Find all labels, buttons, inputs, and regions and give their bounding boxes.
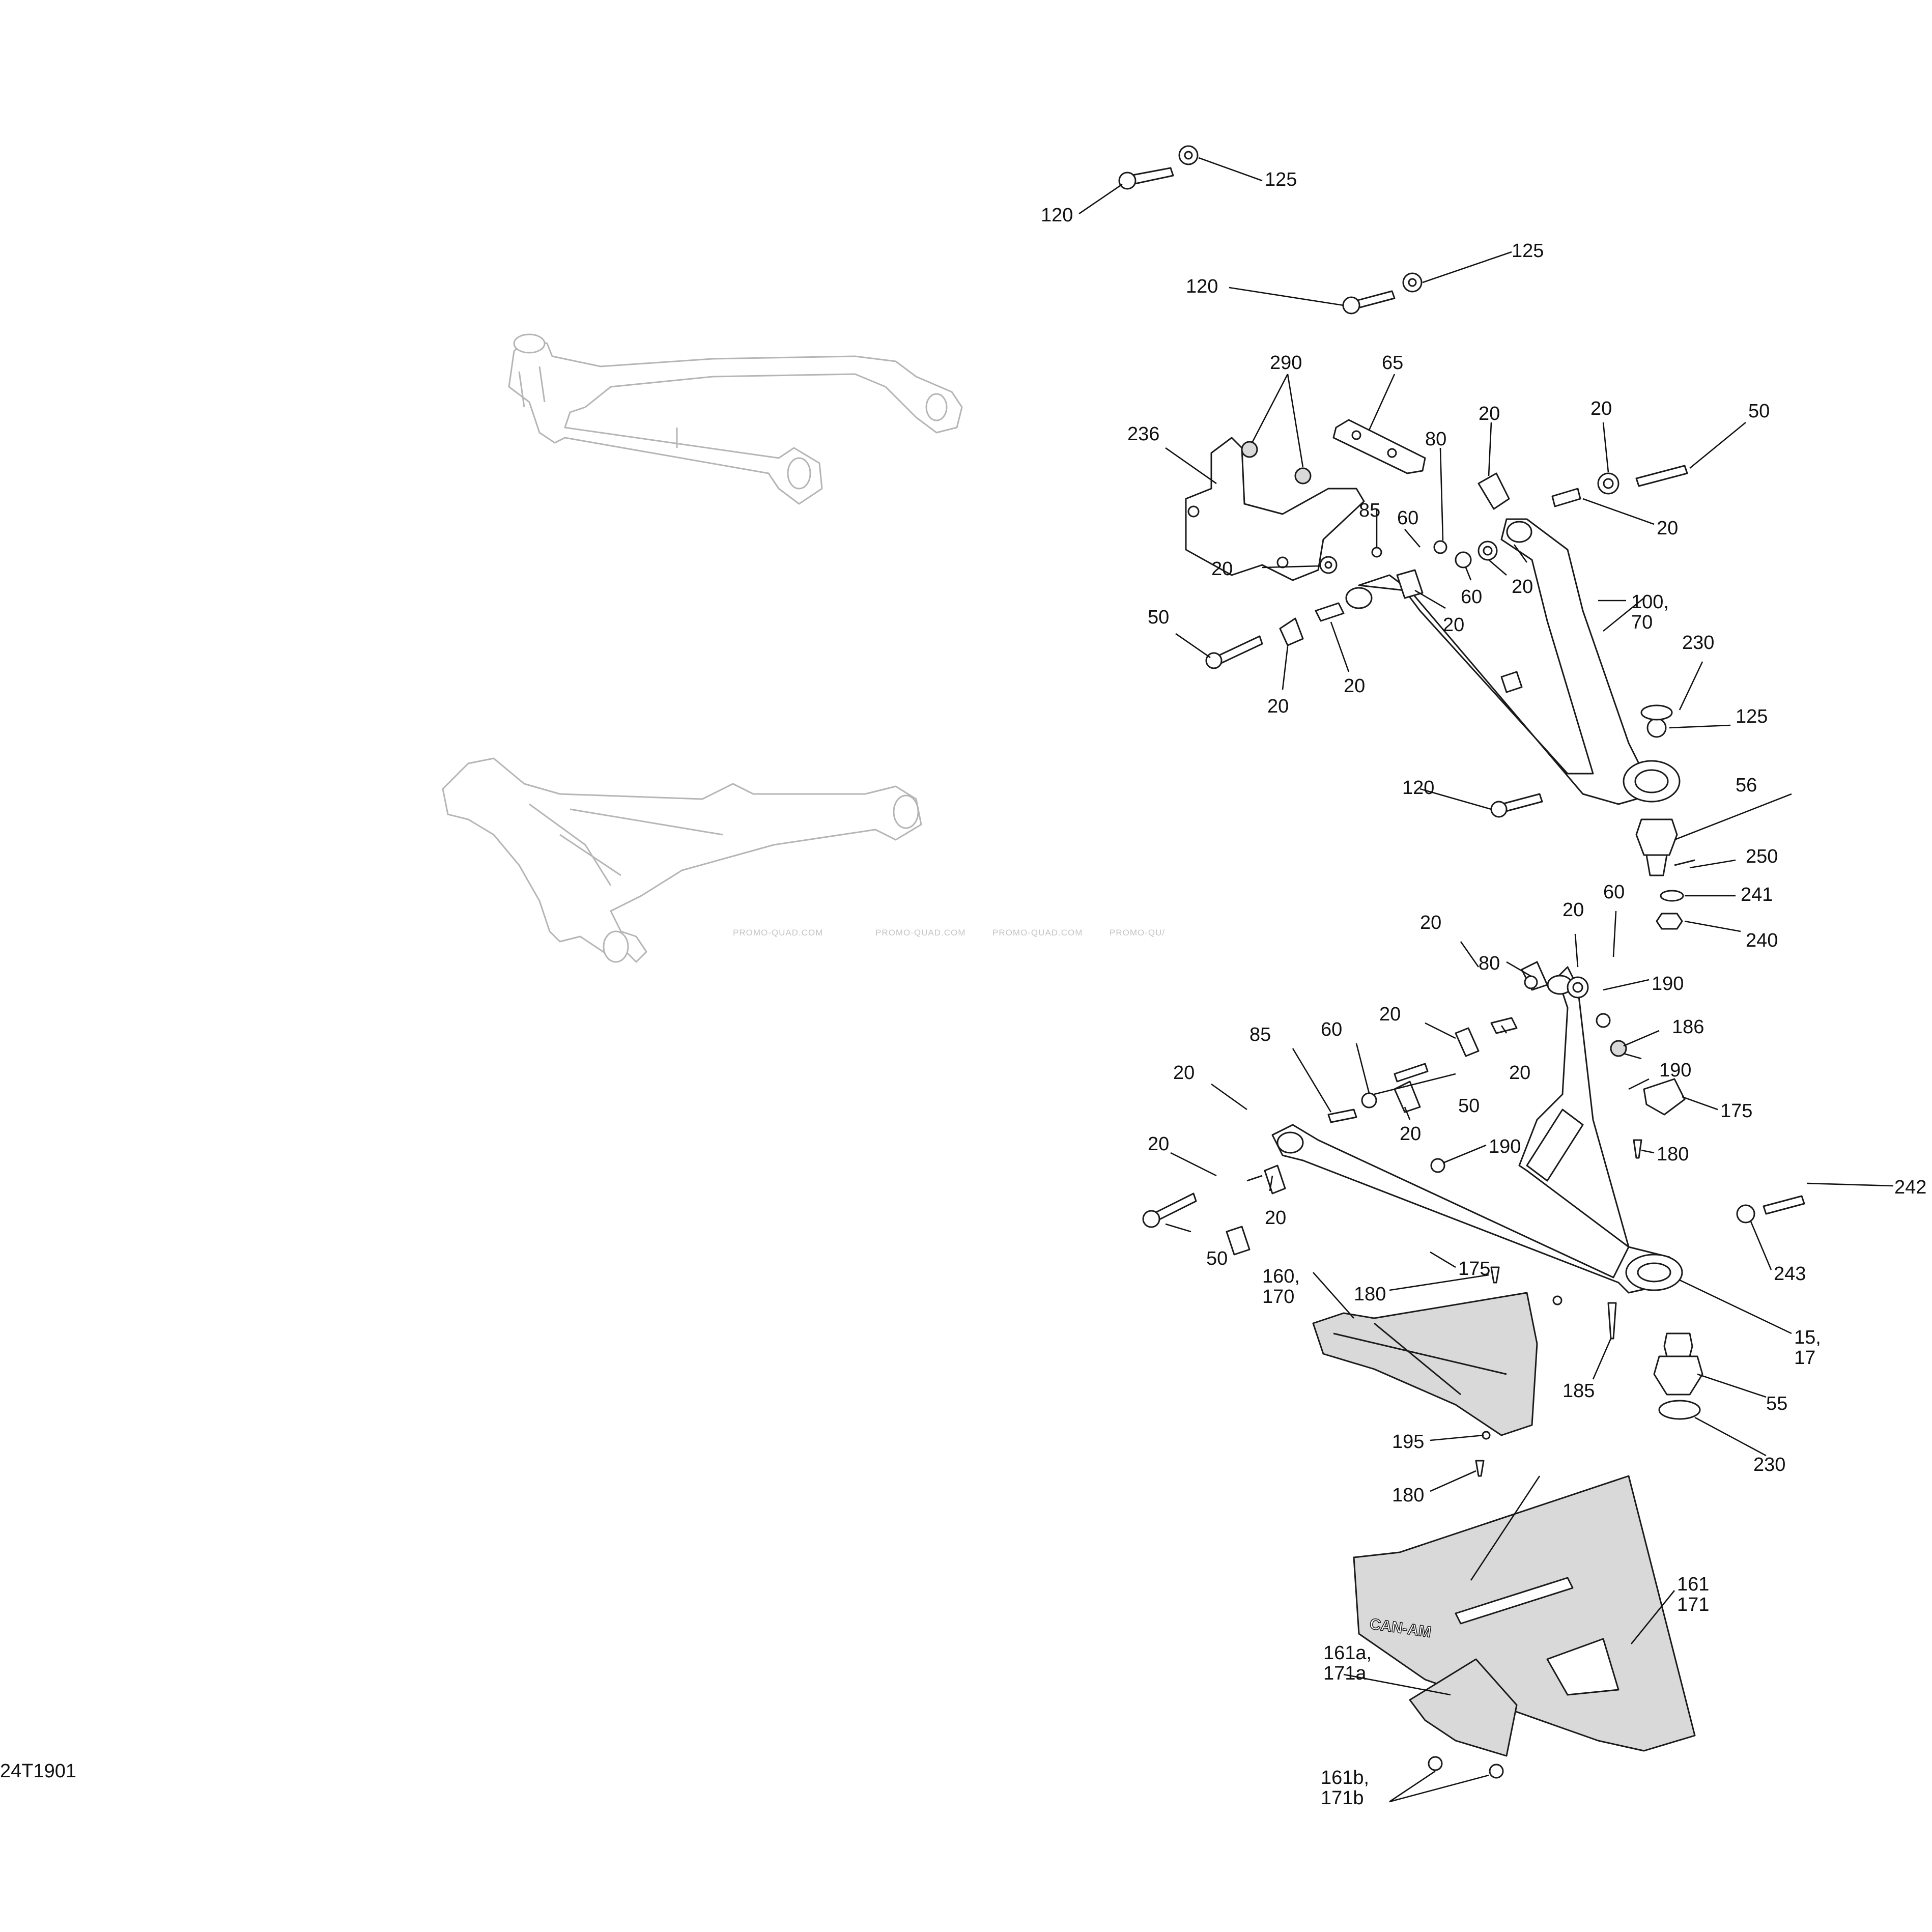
callout-20: 20 xyxy=(1657,518,1678,539)
callout-20: 20 xyxy=(1420,912,1441,933)
callout-120: 120 xyxy=(1186,276,1218,297)
ball-joint-56-parts xyxy=(1490,704,1695,930)
callout-161b: 161b, xyxy=(1321,1767,1369,1788)
callout-185: 185 xyxy=(1562,1380,1595,1402)
callout-20: 20 xyxy=(1211,558,1233,580)
callout-50: 50 xyxy=(1458,1095,1480,1117)
callout-15: 15, xyxy=(1794,1327,1821,1348)
callout-161a: 161a, xyxy=(1323,1642,1372,1664)
callout-170: 170 xyxy=(1262,1286,1294,1308)
callout-60: 60 xyxy=(1397,507,1418,529)
callout-labels: 120 125 120 125 290 65 236 80 20 20 50 2… xyxy=(1041,169,1926,1809)
callout-125: 125 xyxy=(1512,240,1544,262)
callout-80: 80 xyxy=(1479,953,1500,974)
callout-230: 230 xyxy=(1682,632,1714,654)
callout-120: 120 xyxy=(1041,205,1073,226)
guard-161: CAN-AM xyxy=(1353,1475,1696,1752)
diagram-code: 24T1901 xyxy=(0,1760,76,1782)
callout-190: 190 xyxy=(1652,973,1684,995)
callout-60: 60 xyxy=(1461,586,1482,608)
callout-56: 56 xyxy=(1736,775,1757,796)
callout-290: 290 xyxy=(1270,352,1302,374)
watermark-text-2: PROMO-QUAD.COM xyxy=(875,928,965,937)
upper-a-arm-reference-view xyxy=(508,333,963,505)
skid-plate-160 xyxy=(1312,1292,1538,1477)
watermark-strip: PROMO-QUAD.COM PROMO-QUAD.COM PROMO-QUAD… xyxy=(733,928,1165,937)
callout-17: 17 xyxy=(1794,1347,1815,1369)
callout-20: 20 xyxy=(1265,1207,1286,1229)
callout-171b: 171b xyxy=(1321,1787,1364,1809)
lower-bushings xyxy=(1142,961,1589,1256)
callout-230: 230 xyxy=(1753,1454,1785,1475)
callout-243: 243 xyxy=(1774,1263,1806,1285)
callout-180: 180 xyxy=(1354,1284,1386,1305)
callout-171a: 171a xyxy=(1323,1663,1367,1684)
callout-20: 20 xyxy=(1148,1133,1169,1155)
plate-65 xyxy=(1332,419,1426,474)
lower-small-parts xyxy=(1430,1013,1805,1340)
callout-65: 65 xyxy=(1382,352,1403,374)
lower-a-arm-15 xyxy=(1271,966,1683,1294)
callout-171: 171 xyxy=(1677,1594,1709,1615)
watermark-text-3: PROMO-QUAD.COM xyxy=(992,928,1083,937)
callout-20: 20 xyxy=(1173,1062,1195,1084)
callout-20: 20 xyxy=(1509,1062,1530,1084)
top-bolt-set-2 xyxy=(1342,272,1423,315)
callout-236: 236 xyxy=(1127,423,1159,445)
watermark-text-1: PROMO-QUAD.COM xyxy=(733,928,823,937)
callout-125: 125 xyxy=(1265,169,1297,190)
callout-50: 50 xyxy=(1206,1248,1228,1269)
callout-60: 60 xyxy=(1321,1019,1342,1040)
callout-160: 160, xyxy=(1262,1266,1300,1287)
callout-240: 240 xyxy=(1746,930,1778,951)
callout-180: 180 xyxy=(1392,1485,1424,1506)
callout-20: 20 xyxy=(1590,398,1612,419)
callout-125: 125 xyxy=(1736,706,1768,727)
callout-175: 175 xyxy=(1458,1258,1490,1280)
upper-a-arm-100 xyxy=(1345,518,1681,805)
callout-85: 85 xyxy=(1359,500,1380,521)
callout-186: 186 xyxy=(1672,1016,1704,1038)
lower-a-arm-reference-view xyxy=(442,757,922,963)
callout-20: 20 xyxy=(1443,614,1464,636)
callout-100: 100, xyxy=(1631,591,1669,613)
callout-20: 20 xyxy=(1267,696,1289,717)
callout-20: 20 xyxy=(1344,675,1365,697)
callout-50: 50 xyxy=(1748,401,1770,422)
watermark-text-4: PROMO-QU/ xyxy=(1110,928,1165,937)
callout-241: 241 xyxy=(1741,884,1773,905)
upper-bushings xyxy=(1205,465,1688,669)
callout-50: 50 xyxy=(1148,607,1169,628)
callout-120: 120 xyxy=(1402,777,1434,799)
callout-195: 195 xyxy=(1392,1431,1424,1453)
nuts-290 xyxy=(1241,441,1312,485)
callout-250: 250 xyxy=(1746,846,1778,867)
guard-insert-161a xyxy=(1409,1658,1518,1779)
ball-joint-55-parts xyxy=(1653,1332,1703,1420)
callout-20: 20 xyxy=(1379,1004,1401,1025)
callout-180: 180 xyxy=(1657,1144,1689,1165)
top-bolt-set-1 xyxy=(1118,145,1199,190)
callout-70: 70 xyxy=(1631,612,1653,633)
callout-85: 85 xyxy=(1249,1024,1271,1045)
callout-20: 20 xyxy=(1400,1123,1421,1145)
callout-20: 20 xyxy=(1512,576,1533,598)
callout-161: 161 xyxy=(1677,1574,1709,1595)
callout-20: 20 xyxy=(1479,403,1500,424)
callout-242: 242 xyxy=(1894,1177,1926,1198)
callout-175: 175 xyxy=(1720,1100,1752,1122)
callout-60: 60 xyxy=(1603,882,1625,903)
callout-55: 55 xyxy=(1766,1393,1787,1414)
callout-190: 190 xyxy=(1489,1136,1521,1157)
callout-190: 190 xyxy=(1659,1060,1691,1081)
leader-lines xyxy=(1078,157,1894,1803)
callout-80: 80 xyxy=(1425,429,1446,450)
callout-20: 20 xyxy=(1562,899,1584,921)
